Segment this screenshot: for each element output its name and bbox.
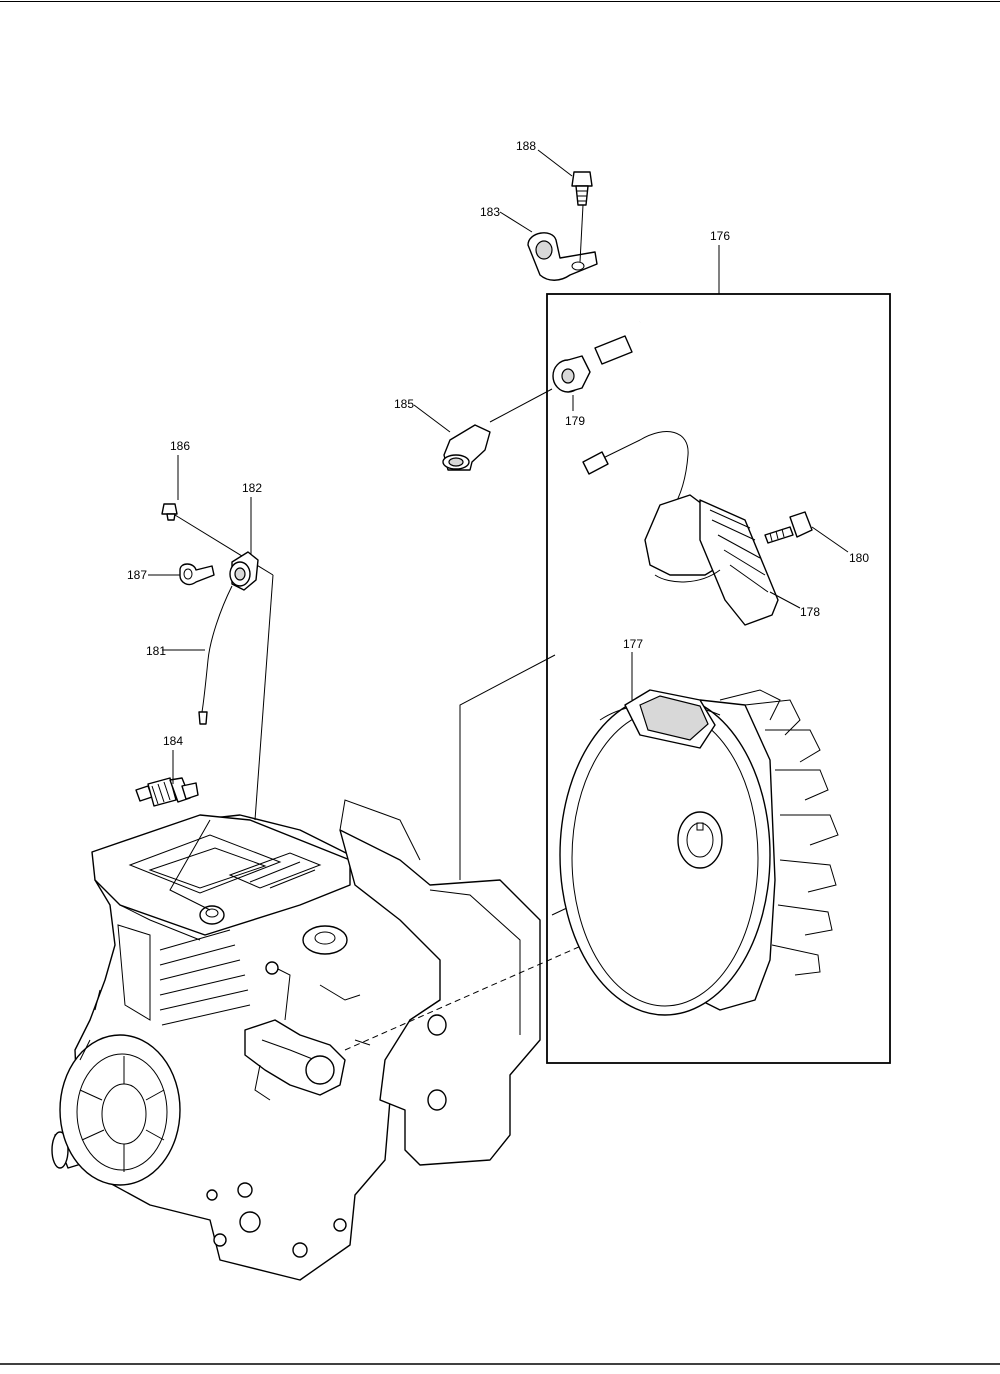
callout-183: 183 <box>480 205 500 219</box>
lead-line-coil-to-engine <box>459 654 556 880</box>
callout-178: 178 <box>800 605 820 619</box>
ignition-coil <box>582 314 779 626</box>
callout-185: 185 <box>394 397 414 411</box>
callout-188: 188 <box>516 139 536 153</box>
screw-186 <box>161 503 178 521</box>
plug-boot-185 <box>442 424 491 471</box>
grommet-plate-182 <box>229 551 259 591</box>
callout-181: 181 <box>146 644 166 658</box>
flywheel <box>559 689 839 1016</box>
callout-187: 187 <box>127 568 147 582</box>
callout-182: 182 <box>242 481 262 495</box>
callout-179: 179 <box>565 414 585 428</box>
coil-bolt <box>764 511 813 544</box>
lead-line-flywheel-to-engine <box>344 919 641 1051</box>
callout-186: 186 <box>170 439 190 453</box>
plug-cap <box>552 355 591 393</box>
stop-wire-181 <box>198 585 233 725</box>
callout-176: 176 <box>710 229 730 243</box>
cable-clip-183 <box>527 232 598 281</box>
callout-184: 184 <box>163 734 183 748</box>
spark-plug-184 <box>135 777 199 807</box>
screw-188 <box>571 171 593 206</box>
callout-180: 180 <box>849 551 869 565</box>
engine-assembly <box>51 799 541 1281</box>
callout-177: 177 <box>623 637 643 651</box>
clip-187 <box>179 563 215 586</box>
